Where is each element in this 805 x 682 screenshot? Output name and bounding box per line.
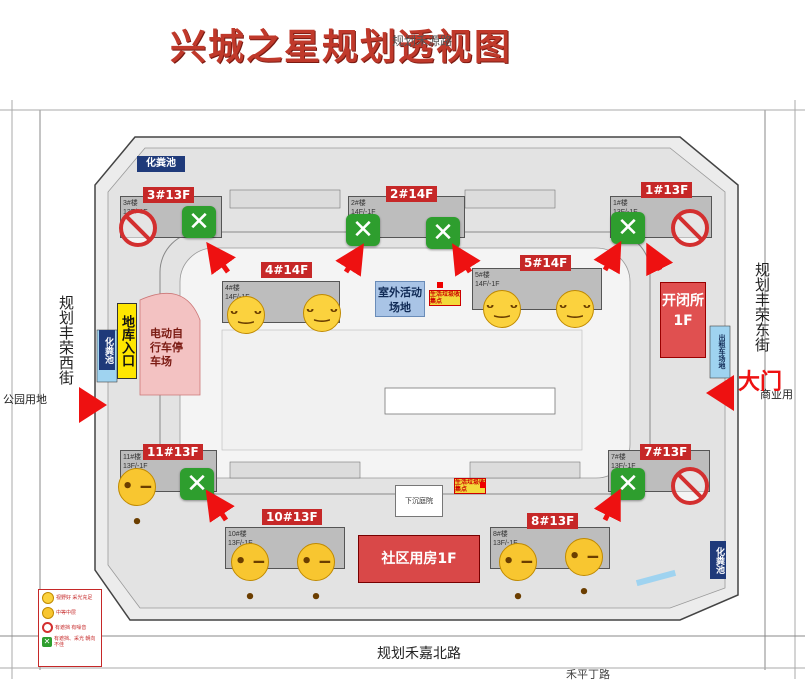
garbage-point-1: 生活垃圾收集点	[429, 290, 461, 306]
legend-item: ✕ 有遮挡、采光 朝向不佳	[42, 636, 96, 648]
x-mark-icon: ✕	[182, 206, 216, 238]
outdoor-activity-area: 室外活动场地	[375, 281, 425, 317]
south-cut-road-label: 禾平丁路	[566, 669, 610, 681]
tag-building-2: 2#14F	[386, 186, 438, 202]
bike-parking-label: 电动自行车停车场	[150, 327, 183, 368]
happy-face-icon	[42, 592, 54, 604]
map-legend: 视野好 采光充足 中等中层 有遮挡 有噪音 ✕ 有遮挡、采光 朝向不佳	[38, 589, 102, 667]
neutral-face-icon: • ‒ •	[565, 538, 603, 603]
commercial-land-label: 商业用	[760, 389, 793, 401]
septic-tank-bottomright: 化粪池	[710, 541, 726, 579]
park-land-label: 公园用地	[3, 394, 47, 406]
tag-building-3: 3#13F	[143, 187, 195, 203]
x-mark-icon: ✕	[180, 468, 214, 500]
west-entrance-arrow	[79, 387, 107, 423]
legend-item: 视野好 采光充足	[42, 592, 99, 604]
x-mark-icon: ✕	[42, 637, 52, 647]
no-sign-icon	[671, 209, 709, 247]
no-sign-icon	[42, 622, 53, 633]
tag-building-7: 7#13F	[640, 444, 692, 460]
legend-item: 中等中层	[42, 607, 99, 619]
x-mark-icon: ✕	[611, 468, 645, 500]
east-road-label: 规划丰荣东街	[753, 262, 770, 352]
happy-face-icon: ᵕ‿ᵕ	[303, 294, 341, 332]
no-sign-icon	[119, 209, 157, 247]
happy-face-icon: ᵕ‿ᵕ	[483, 290, 521, 328]
neutral-face-icon: • ‒ •	[231, 543, 269, 608]
community-house: 社区用房1F	[358, 535, 480, 583]
tag-building-5: 5#14F	[520, 255, 572, 271]
tag-building-4: 4#14F	[261, 262, 313, 278]
tag-building-10: 10#13F	[262, 509, 322, 525]
legend-item: 有遮挡 有噪音	[42, 622, 99, 633]
x-mark-icon: ✕	[426, 217, 460, 249]
x-mark-icon: ✕	[346, 214, 380, 246]
septic-tank-left: 化粪池	[99, 330, 115, 370]
x-mark-icon: ✕	[611, 212, 645, 244]
east-gate-label: 大门	[738, 370, 783, 395]
switching-station: 开闭所1F	[660, 282, 706, 358]
tag-building-1: 1#13F	[641, 182, 693, 198]
septic-tank-topleft: 化粪池	[137, 156, 185, 172]
no-sign-icon	[671, 467, 709, 505]
tag-building-8: 8#13F	[527, 513, 579, 529]
west-road-label: 规划丰荣西街	[57, 295, 74, 385]
neutral-face-icon: • ‒ •	[297, 543, 335, 608]
tag-building-11: 11#13F	[143, 444, 203, 460]
east-parking-label: 出租车场地	[711, 328, 727, 374]
sunken-courtyard: 下沉庭院	[395, 485, 443, 517]
garbage-marker-2	[480, 482, 486, 488]
happy-face-icon: ᵕ‿ᵕ	[227, 296, 265, 334]
south-road-label: 规划禾嘉北路	[377, 645, 461, 661]
east-entrance-arrow	[706, 375, 734, 411]
neutral-face-icon	[42, 607, 54, 619]
happy-face-icon: ᵕ‿ᵕ	[556, 290, 594, 328]
map-title: 兴城之星规划透视图	[170, 27, 513, 68]
top-road-label: 规划禾源路	[392, 34, 453, 48]
neutral-face-icon: • ‒ •	[118, 468, 156, 533]
garbage-marker-1	[437, 282, 443, 288]
neutral-face-icon: • ‒ •	[499, 543, 537, 608]
garage-entrance: 地库入口	[117, 303, 137, 379]
